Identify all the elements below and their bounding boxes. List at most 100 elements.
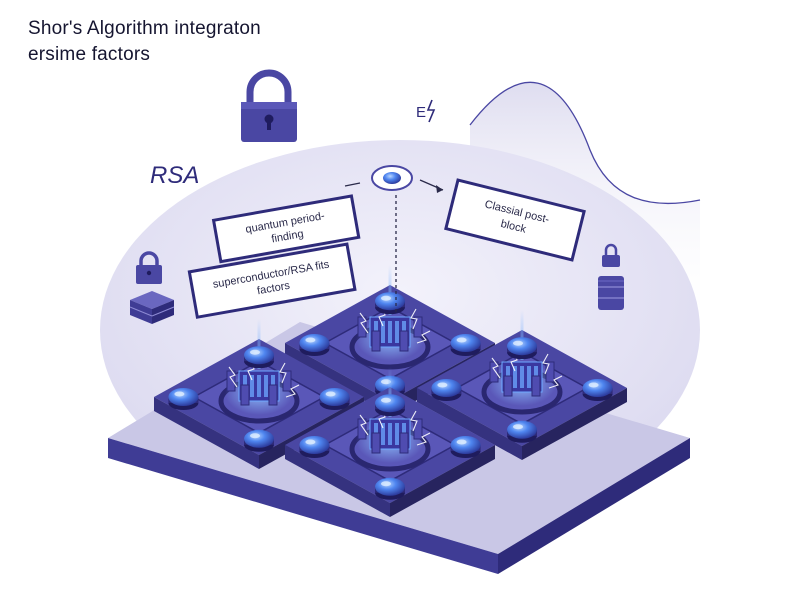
qubit-highlight [456, 439, 467, 445]
pillar [531, 375, 541, 397]
superconductor-line2: factors [256, 280, 291, 298]
arrow-head-right [436, 185, 443, 193]
qubit-highlight [305, 337, 316, 343]
qubit-highlight [381, 397, 391, 403]
server-stack-icon-right [598, 243, 624, 310]
qubit-node-icon [244, 429, 274, 448]
lightning-icon [359, 312, 369, 334]
processor-fin [257, 375, 261, 397]
server-stack-icon-left [129, 291, 175, 324]
qubit-node-icon [299, 334, 330, 352]
pillar [545, 361, 555, 383]
page-subtitle: ersime factors [28, 44, 151, 65]
e-lightning-mark: E [416, 99, 436, 123]
e-mark: E [416, 104, 426, 121]
module-side-left [285, 445, 390, 517]
processor-fin [520, 366, 524, 388]
qubit-node-icon [375, 394, 405, 413]
processor-fin [250, 375, 254, 397]
qubit-highlight [456, 337, 467, 343]
processor-fin [395, 321, 399, 343]
small-lock-icon [136, 251, 162, 284]
qubit-highlight [250, 433, 260, 439]
platform-side-left [108, 438, 498, 574]
qubit-highlight [381, 295, 391, 301]
lightning-icon [426, 99, 436, 123]
lightning-icon [410, 410, 418, 432]
chip-modules [154, 265, 627, 517]
title-block: Shor's Algorithm integraton ersime facto… [28, 16, 261, 68]
qubit-highlight [381, 481, 391, 487]
processor-fin [381, 423, 385, 445]
superconductor-box: superconductor/RSA fits factors [187, 242, 357, 319]
chip-module [154, 319, 364, 469]
module-side-right [522, 388, 627, 460]
module-side-right [390, 445, 495, 517]
lightning-icon [279, 362, 287, 384]
pillar [240, 384, 250, 406]
rsa-label: RSA [150, 162, 199, 189]
qubit-node-icon [431, 379, 462, 397]
processor-fin [513, 366, 517, 388]
quantum-period-rect [211, 194, 361, 264]
qubit-highlight [437, 382, 448, 388]
light-beam [520, 310, 524, 360]
pillar [399, 330, 409, 352]
qubit-highlight [513, 340, 523, 346]
light-beam [388, 367, 392, 417]
lightning-icon [416, 432, 431, 446]
connector-left [344, 182, 361, 187]
pillar [399, 432, 409, 454]
pillar [413, 316, 423, 338]
lightning-icon [410, 308, 418, 330]
pillar [268, 384, 278, 406]
platform-side-right [498, 438, 690, 574]
module-side-left [154, 397, 259, 469]
quantum-period-line2: finding [271, 228, 305, 245]
pillar [413, 418, 423, 440]
qubit-node-icon [375, 292, 405, 311]
classical-box: Classial post- block [444, 178, 586, 262]
superconductor-rect [187, 242, 357, 319]
qubit-node-icon [450, 334, 481, 352]
qubit-node-icon [507, 337, 537, 356]
processor-fin [264, 375, 268, 397]
processor-fin [388, 423, 392, 445]
qubit-highlight [513, 424, 523, 430]
classical-rect [444, 178, 586, 262]
qubit-highlight [305, 439, 316, 445]
qubit-node-icon [582, 379, 613, 397]
lightning-icon [228, 366, 238, 388]
page-title: Shor's Algorithm integraton [28, 18, 261, 39]
pillar [371, 330, 381, 352]
qubit-highlight [174, 391, 185, 397]
qubit-node-icon [450, 436, 481, 454]
qubit-highlight [588, 382, 599, 388]
lightning-icon [416, 330, 431, 344]
wave-curve [469, 81, 701, 205]
processor-fin [381, 321, 385, 343]
qubit-node-icon [319, 388, 350, 406]
qubit-node-icon [375, 477, 405, 496]
processor-fin [527, 366, 531, 388]
pillar [282, 370, 292, 392]
pillar [226, 370, 236, 392]
lightning-icon [548, 375, 563, 389]
lightning-icon [542, 353, 550, 375]
pillar [371, 432, 381, 454]
processor-fin [388, 321, 392, 343]
chip-module [417, 310, 627, 460]
lightning-icon [491, 357, 501, 379]
qubit-highlight [325, 391, 336, 397]
module-side-left [417, 388, 522, 460]
qubit-node-icon [299, 436, 330, 454]
chip-module [285, 367, 495, 517]
qubit-node-icon [507, 420, 537, 439]
pillar [503, 375, 513, 397]
qubit-node-icon [244, 346, 274, 365]
qubit-highlight [250, 349, 260, 355]
processor-fin [395, 423, 399, 445]
light-beam [257, 319, 261, 369]
light-beam [388, 265, 392, 315]
